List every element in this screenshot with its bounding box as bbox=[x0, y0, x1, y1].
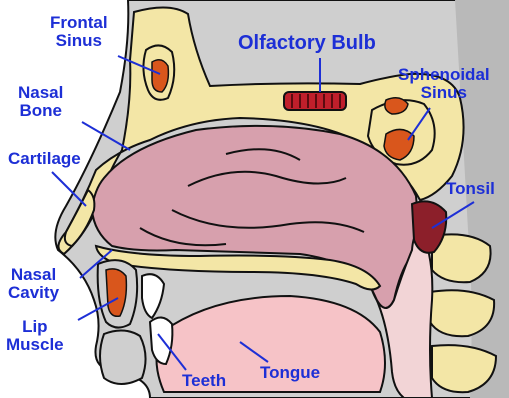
label-line: Frontal bbox=[50, 14, 108, 32]
label-line: Sinus bbox=[50, 32, 108, 50]
label-line: Bone bbox=[18, 102, 63, 120]
label-olfactory-bulb: Olfactory Bulb bbox=[238, 32, 376, 54]
lip-muscle-fibers bbox=[106, 269, 126, 316]
label-lip-muscle: Lip Muscle bbox=[6, 318, 64, 354]
label-nasal-bone: Nasal Bone bbox=[18, 84, 63, 120]
label-sphenoidal-sinus: Sphenoidal Sinus bbox=[398, 66, 490, 102]
label-teeth: Teeth bbox=[182, 372, 226, 390]
label-tongue: Tongue bbox=[260, 364, 320, 382]
label-frontal-sinus: Frontal Sinus bbox=[50, 14, 108, 50]
label-nasal-cavity: Nasal Cavity bbox=[8, 266, 59, 302]
label-line: Cavity bbox=[8, 284, 59, 302]
label-line: Sinus bbox=[398, 84, 490, 102]
label-line: Nasal bbox=[18, 84, 63, 102]
label-line: Nasal bbox=[8, 266, 59, 284]
label-cartilage: Cartilage bbox=[8, 150, 81, 168]
label-line: Lip bbox=[6, 318, 64, 336]
label-line: Muscle bbox=[6, 336, 64, 354]
lower-lip bbox=[100, 330, 146, 384]
olfactory-bulb-striations bbox=[292, 94, 340, 108]
label-tonsil: Tonsil bbox=[446, 180, 495, 198]
frontal-sinus-fill bbox=[152, 60, 168, 92]
label-line: Sphenoidal bbox=[398, 66, 490, 84]
